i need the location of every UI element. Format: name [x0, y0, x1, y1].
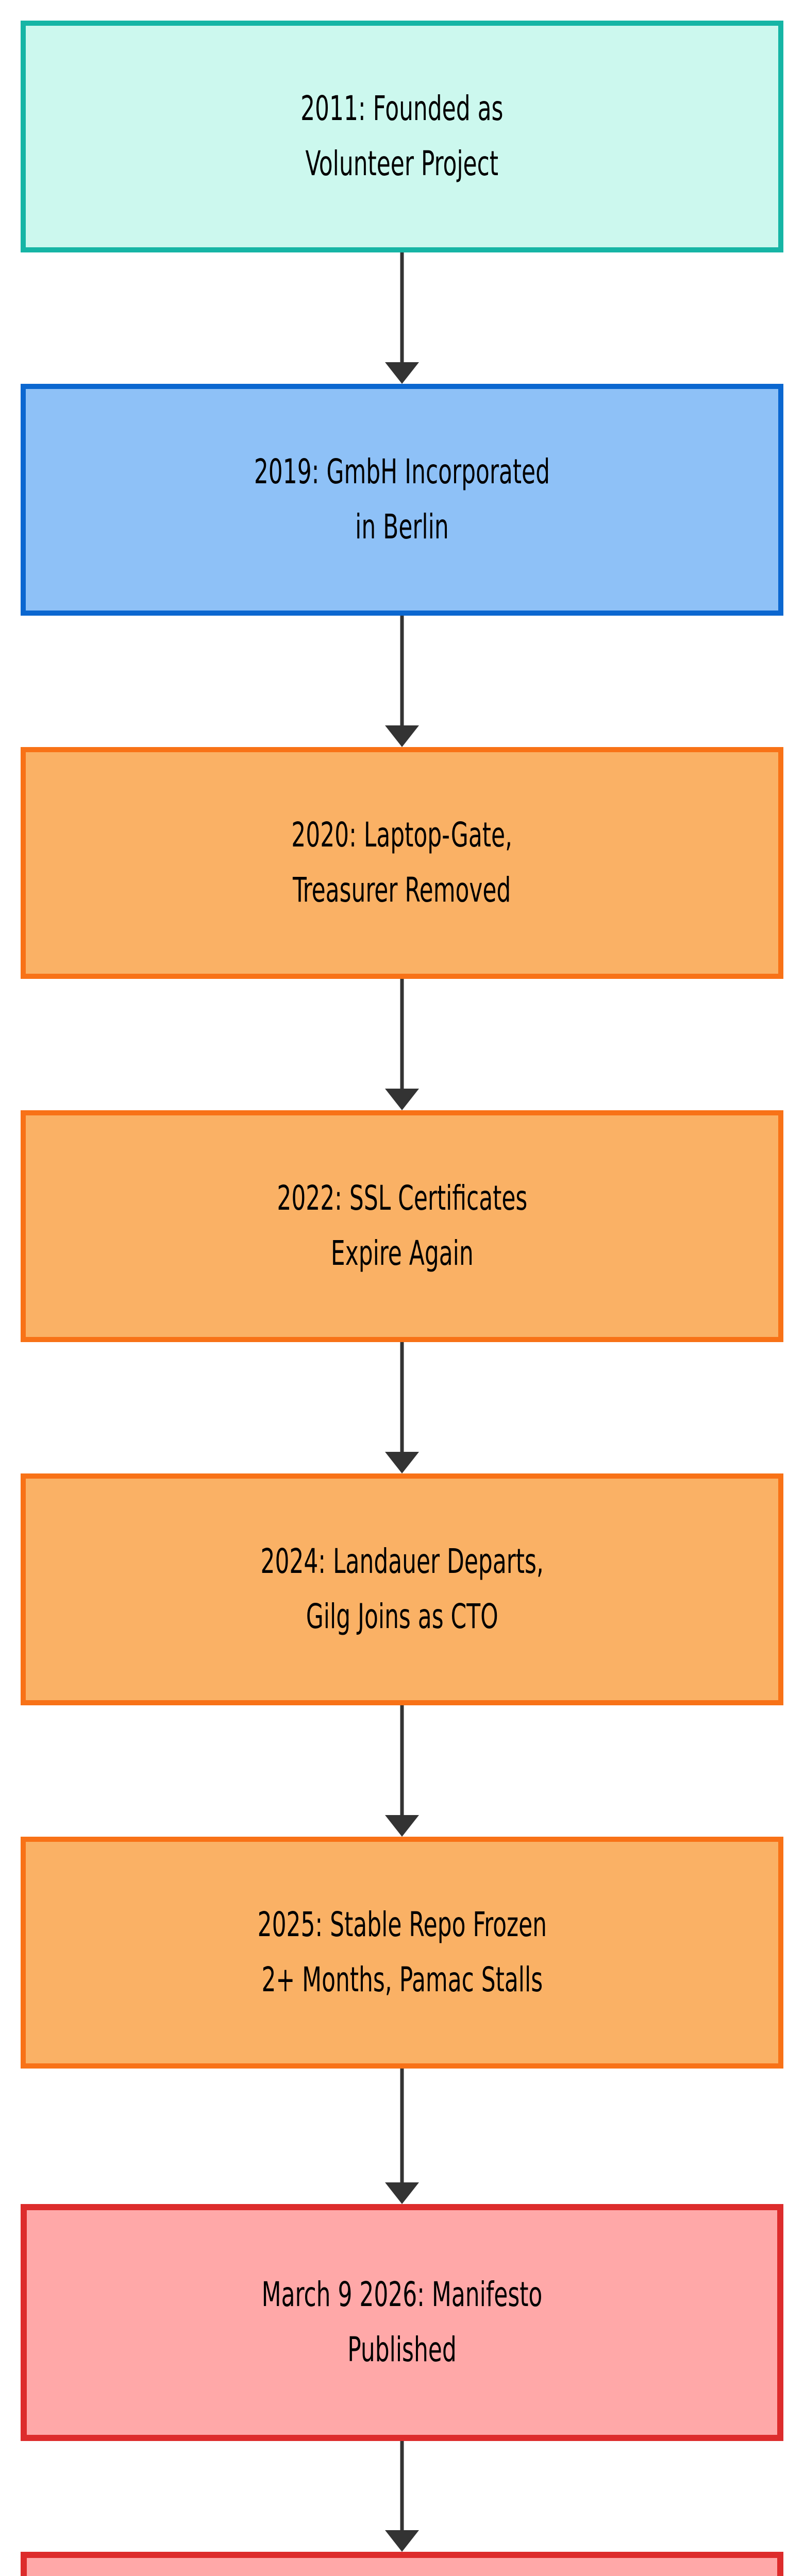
flowchart-node-n3[interactable]: 2020: Laptop-Gate, Treasurer Removed — [21, 747, 783, 979]
flowchart-edge-e6 — [0, 2069, 804, 2204]
flowchart-edge-e4 — [0, 1342, 804, 1473]
flowchart-node-n1[interactable]: 2011: Founded as Volunteer Project — [21, 21, 783, 252]
flowchart-node-label: 2011: Founded as Volunteer Project — [300, 89, 504, 183]
flowchart-node-n2[interactable]: 2019: GmbH Incorporated in Berlin — [21, 384, 783, 616]
flowchart-node-n8[interactable]: March 19 2026: Müller Responds, Mutiny o… — [21, 2552, 783, 2576]
flowchart-edge-e2 — [0, 616, 804, 747]
flowchart-node-label: 2025: Stable Repo Frozen 2+ Months, Pama… — [257, 1905, 547, 1999]
flowchart-node-n7[interactable]: March 9 2026: Manifesto Published — [21, 2204, 783, 2441]
flowchart-edge-e1 — [0, 252, 804, 384]
flowchart-edge-e3 — [0, 979, 804, 1110]
flowchart-edge-e5 — [0, 1705, 804, 1837]
flowchart-node-n5[interactable]: 2024: Landauer Departs, Gilg Joins as CT… — [21, 1473, 783, 1705]
flowchart-node-label: 2019: GmbH Incorporated in Berlin — [254, 452, 550, 547]
flowchart-node-label: 2020: Laptop-Gate, Treasurer Removed — [291, 815, 513, 910]
flowchart-edge-e7 — [0, 2441, 804, 2552]
flowchart-node-n4[interactable]: 2022: SSL Certificates Expire Again — [21, 1110, 783, 1342]
flowchart-node-label: 2024: Landauer Departs, Gilg Joins as CT… — [260, 1541, 544, 1636]
flowchart-node-label: March 9 2026: Manifesto Published — [261, 2275, 543, 2369]
flowchart-node-n6[interactable]: 2025: Stable Repo Frozen 2+ Months, Pama… — [21, 1837, 783, 2069]
flowchart-node-label: 2022: SSL Certificates Expire Again — [277, 1178, 527, 1273]
